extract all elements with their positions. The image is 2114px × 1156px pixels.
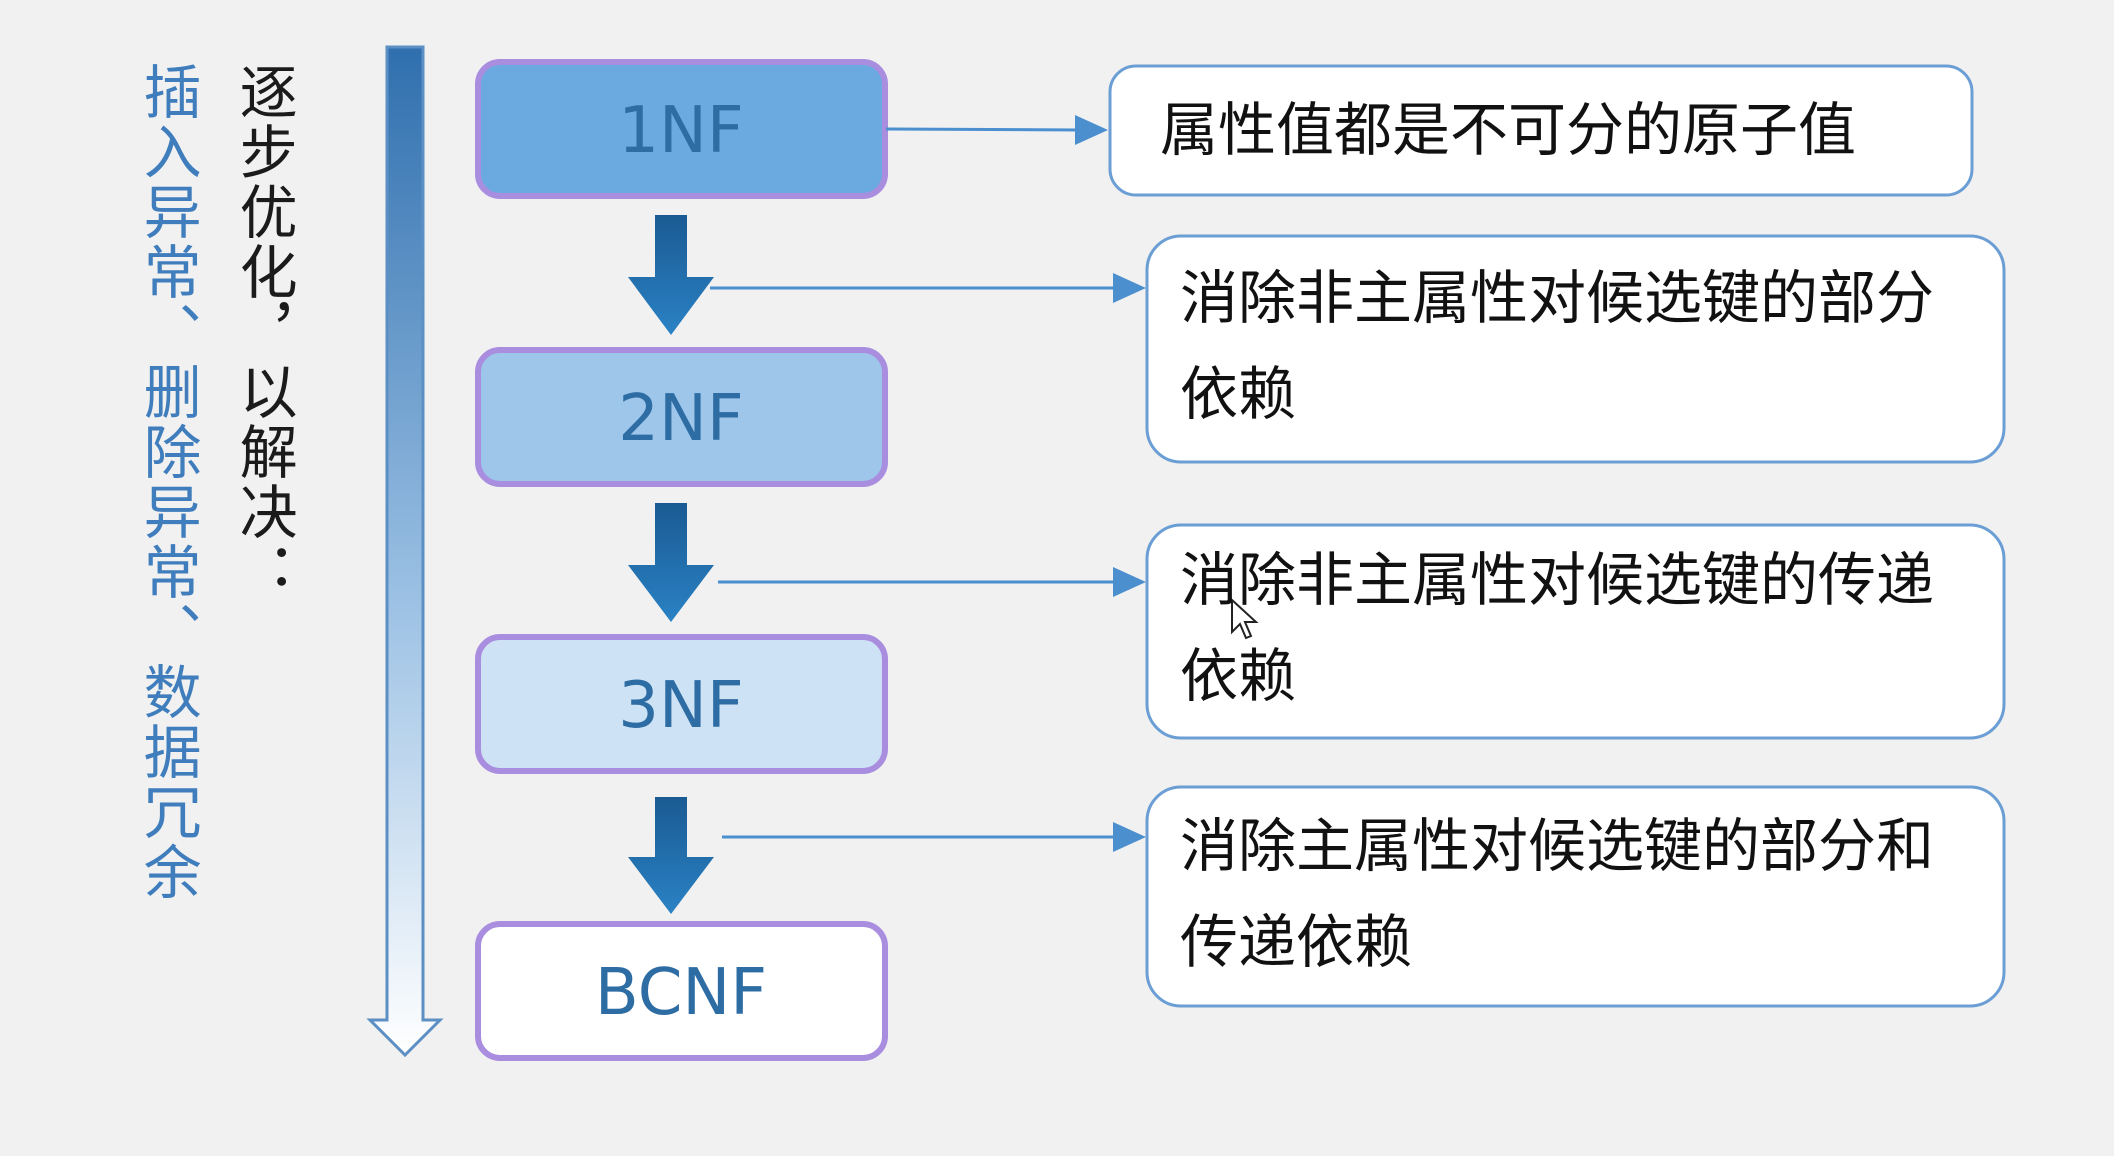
- step-arrow-2: [628, 503, 714, 622]
- connector-head-4: [1113, 822, 1146, 852]
- form-box-bcnf: [475, 921, 888, 1061]
- description-box-1: [1108, 64, 1974, 197]
- connector-head-2: [1113, 273, 1146, 303]
- description-box-3: [1145, 523, 2006, 740]
- anomalies-vertical-label: 插入异常、删除异常、数据冗余: [133, 62, 202, 902]
- step-arrow-1: [628, 215, 714, 335]
- form-box-1nf: [475, 59, 888, 199]
- description-text-2nf: 消除非主属性对候选键的部分依赖: [1180, 264, 1935, 428]
- connector-head-1: [1075, 115, 1108, 145]
- connector-head-3: [1113, 567, 1146, 597]
- description-box-2: [1145, 234, 2006, 464]
- connector-line-1: [885, 127, 1081, 132]
- step-arrow-3: [628, 797, 714, 914]
- form-label-1nf: 1NF: [618, 94, 743, 168]
- form-label-3nf: 3NF: [618, 669, 743, 743]
- progress-vertical-label: 逐步优化，以解决：: [229, 62, 298, 602]
- form-box-3nf: [475, 634, 888, 774]
- description-box-4: [1145, 785, 2006, 1008]
- form-label-bcnf: BCNF: [595, 956, 767, 1030]
- mouse-cursor-icon: [1231, 597, 1259, 640]
- progress-arrow: [366, 45, 444, 1058]
- description-text-1nf: 属性值都是不可分的原子值: [1160, 96, 1857, 164]
- description-text-bcnf: 消除主属性对候选键的部分和传递依赖: [1180, 812, 1935, 976]
- form-box-2nf: [475, 347, 888, 487]
- form-label-2nf: 2NF: [618, 382, 743, 456]
- description-text-3nf: 消除非主属性对候选键的传递依赖: [1180, 546, 1935, 710]
